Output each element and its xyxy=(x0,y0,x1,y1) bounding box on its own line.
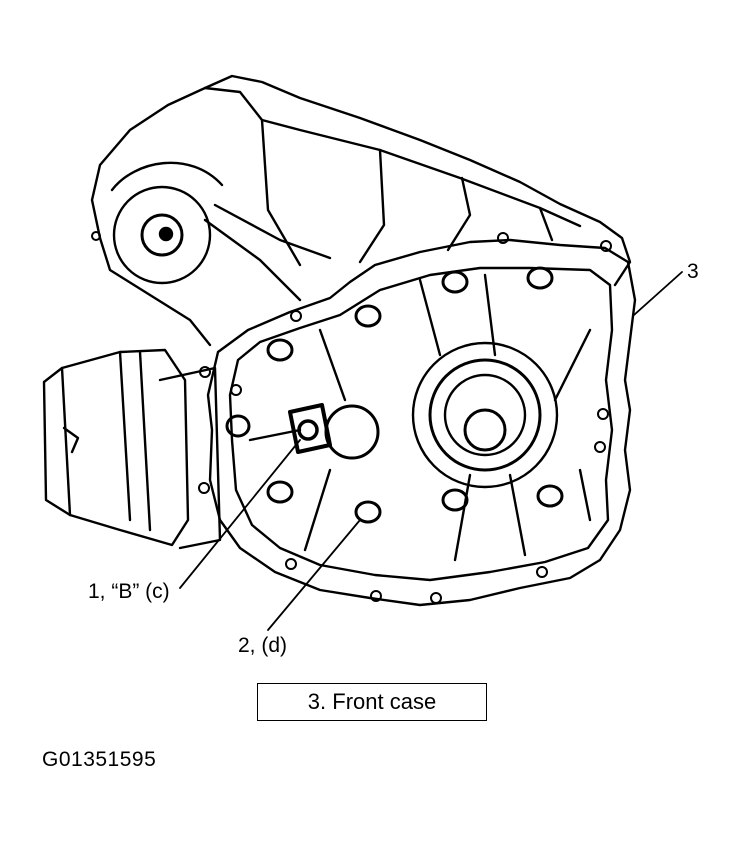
flange-holes xyxy=(91,231,612,604)
leader-line-3 xyxy=(633,271,683,316)
output-shaft xyxy=(463,408,507,452)
callout-label-1: 1, “B” (c) xyxy=(88,580,170,603)
rear-housing-outline xyxy=(90,74,632,287)
case-rib-i xyxy=(248,428,302,442)
rear-housing-rib-1 xyxy=(260,118,302,267)
case-bolts xyxy=(225,266,564,524)
front-case-outline xyxy=(206,238,637,607)
actuator-face xyxy=(60,366,72,517)
front-case-inner-edge xyxy=(228,266,614,582)
rear-housing-arm-2 xyxy=(213,203,332,260)
main-bearing-boss-mid xyxy=(428,358,542,472)
upper-shaft-center xyxy=(158,226,174,242)
rear-housing-edge xyxy=(203,86,582,228)
rear-housing-arm xyxy=(203,218,302,302)
actuator-flange xyxy=(158,366,222,550)
plug-b xyxy=(297,419,319,441)
case-rib-a xyxy=(318,328,347,402)
rear-housing-rib-4 xyxy=(538,206,554,242)
case-rib-b xyxy=(418,278,442,357)
case-rib-h xyxy=(578,468,592,522)
actuator-detail xyxy=(62,426,80,454)
rear-housing-lower xyxy=(98,236,212,347)
upper-shaft-boss-inner xyxy=(140,213,184,257)
upper-boss-arc xyxy=(110,161,224,192)
secondary-boss xyxy=(324,404,380,460)
case-rib-e xyxy=(453,473,472,562)
main-bearing-boss-outer xyxy=(411,341,559,489)
legend-text: 3. Front case xyxy=(307,689,437,714)
main-bearing-boss-inner xyxy=(443,373,527,457)
case-rib-d xyxy=(553,328,592,402)
actuator-face-3 xyxy=(138,350,152,532)
callout-label-2: 2, (d) xyxy=(238,634,288,657)
actuator-block xyxy=(42,348,190,547)
rear-housing-rib-3 xyxy=(446,176,472,252)
figure-id: G01351595 xyxy=(42,748,157,771)
callout-label-3: 3 xyxy=(687,260,699,283)
case-rib-g xyxy=(303,468,332,552)
leader-line-1 xyxy=(179,439,301,589)
leader-line-2 xyxy=(267,519,361,631)
legend-box: 3. Front case xyxy=(257,683,487,721)
case-rib-c xyxy=(483,273,497,357)
actuator-face-2 xyxy=(118,350,132,522)
case-rib-f xyxy=(508,473,527,557)
rear-housing-rib-2 xyxy=(358,148,386,264)
upper-shaft-boss-outer xyxy=(112,185,212,285)
plug-bracket xyxy=(288,403,332,454)
